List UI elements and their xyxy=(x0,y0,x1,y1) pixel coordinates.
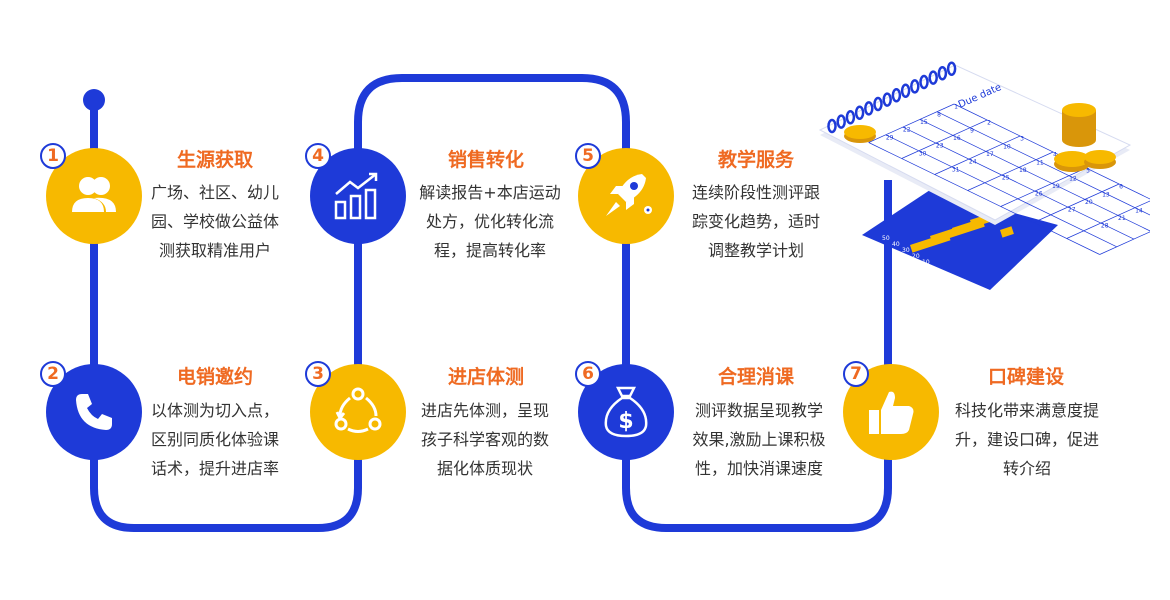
step-4-desc: 解读报告+本店运动 处方，优化转化流 程，提高转化率 xyxy=(409,178,571,265)
calendar-day: 11 xyxy=(1036,159,1044,166)
step-7-desc: 科技化带来满意度提 升，建设口碑，促进 转介绍 xyxy=(943,396,1111,483)
calendar-day: 15 xyxy=(920,119,928,126)
users-icon xyxy=(64,166,124,226)
step-1-title: 生源获取 xyxy=(135,145,295,172)
money-bag-icon: $ xyxy=(596,382,656,442)
calendar-day: 25 xyxy=(1002,175,1010,182)
growth-chart-icon xyxy=(328,166,388,226)
calendar-day: 24 xyxy=(969,159,977,166)
step-3-title: 进店体测 xyxy=(406,362,566,389)
calendar-day: 23 xyxy=(936,143,944,150)
calendar-day: 8 xyxy=(937,111,941,118)
step-6-desc: 测评数据呈现教学 效果,激励上课积极 性，加快消课速度 xyxy=(680,396,838,483)
svg-text:$: $ xyxy=(618,409,633,434)
calendar-day: 13 xyxy=(1102,191,1110,198)
chart-tick-label: 50 xyxy=(882,235,890,242)
calendar-day: 12 xyxy=(1069,175,1077,182)
step-6-desc-line-1: 测评数据呈现教学 xyxy=(680,396,838,425)
calendar-day: 29 xyxy=(886,134,894,141)
step-2-title: 电销邀约 xyxy=(135,362,295,389)
step-7-title: 口碑建设 xyxy=(946,362,1106,389)
calendar-day: 6 xyxy=(1119,184,1123,191)
step-3-number: 3 xyxy=(305,361,331,387)
step-1-desc: 广场、社区、幼儿 园、学校做公益体 测获取精准用户 xyxy=(139,178,291,265)
chart-tick-label: 10 xyxy=(922,259,930,266)
calendar-day: 20 xyxy=(1085,199,1093,206)
step-7-desc-line-3: 转介绍 xyxy=(943,454,1111,483)
calendar-day: 19 xyxy=(1052,183,1060,190)
step-2-desc: 以体测为切入点， 区别同质化体验课 话术，提升进店率 xyxy=(139,396,291,483)
step-7-number: 7 xyxy=(843,361,869,387)
step-2-desc-line-3: 话术，提升进店率 xyxy=(139,454,291,483)
step-3-desc-line-3: 据化体质现状 xyxy=(409,454,561,483)
step-1-desc-line-2: 园、学校做公益体 xyxy=(139,207,291,236)
calendar-day: 28 xyxy=(1101,223,1109,230)
step-5-number: 5 xyxy=(575,143,601,169)
step-3-desc-line-1: 进店先体测，呈现 xyxy=(409,396,561,425)
calendar-day: 18 xyxy=(1019,167,1027,174)
calendar-day: 10 xyxy=(1003,143,1011,150)
calendar-day: 31 xyxy=(952,166,960,173)
calendar-day: 17 xyxy=(986,151,994,158)
step-2-desc-line-1: 以体测为切入点， xyxy=(139,396,291,425)
step-2-number: 2 xyxy=(40,361,66,387)
step-7-desc-line-1: 科技化带来满意度提 xyxy=(943,396,1111,425)
step-3-desc-line-2: 孩子科学客观的数 xyxy=(409,425,561,454)
phone-icon xyxy=(64,382,124,442)
rocket-icon xyxy=(596,166,656,226)
step-4-title: 销售转化 xyxy=(406,145,566,172)
step-3-desc: 进店先体测，呈现 孩子科学客观的数 据化体质现状 xyxy=(409,396,561,483)
thumbs-up-icon xyxy=(861,382,921,442)
chart-tick-label: 20 xyxy=(912,253,920,260)
calendar-day: 16 xyxy=(953,135,961,142)
step-4-desc-line-3: 程，提高转化率 xyxy=(409,236,571,265)
calendar-day: 26 xyxy=(1035,191,1043,198)
calendar-day: 27 xyxy=(1068,207,1076,214)
chart-tick-label: 30 xyxy=(902,247,910,254)
step-1-number: 1 xyxy=(40,143,66,169)
step-4-desc-line-2: 处方，优化转化流 xyxy=(409,207,571,236)
step-4-desc-line-1: 解读报告+本店运动 xyxy=(409,178,571,207)
calendar-day: 3 xyxy=(1020,136,1024,143)
cycle-icon xyxy=(328,382,388,442)
step-2-desc-line-2: 区别同质化体验课 xyxy=(139,425,291,454)
step-1-desc-line-1: 广场、社区、幼儿 xyxy=(139,178,291,207)
calendar-day: 22 xyxy=(903,127,911,134)
calendar-day: 2 xyxy=(987,120,991,127)
step-1-desc-line-3: 测获取精准用户 xyxy=(139,236,291,265)
step-6-desc-line-3: 性，加快消课速度 xyxy=(680,454,838,483)
calendar-day: 5 xyxy=(1086,168,1090,175)
step-6-title: 合理消课 xyxy=(676,362,836,389)
calendar-day: 30 xyxy=(919,150,927,157)
calendar-day: 9 xyxy=(970,127,974,134)
step-6-desc-line-2: 效果,激励上课积极 xyxy=(680,425,838,454)
calendar-day: 14 xyxy=(1135,207,1143,214)
step-4-number: 4 xyxy=(305,143,331,169)
step-6-number: 6 xyxy=(575,361,601,387)
chart-tick-label: 40 xyxy=(892,241,900,248)
step-7-desc-line-2: 升，建设口碑，促进 xyxy=(943,425,1111,454)
calendar-day: 21 xyxy=(1118,215,1126,222)
